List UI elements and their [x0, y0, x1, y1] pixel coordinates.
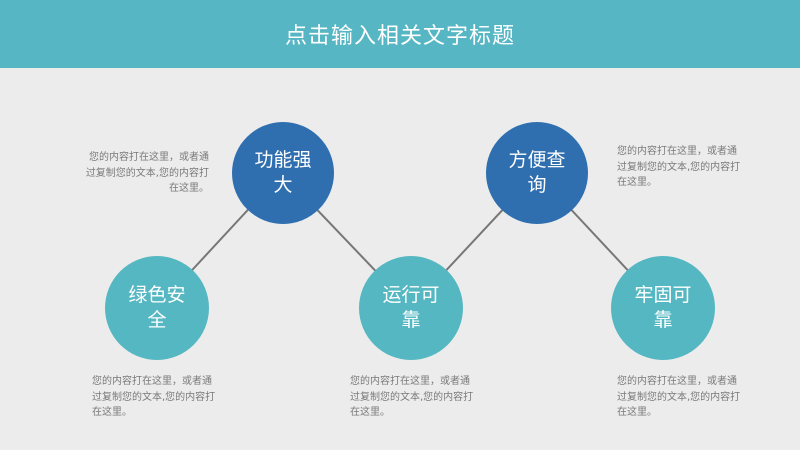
description-text: 您的内容打在这里，或者通过复制您的文本,您的内容打在这里。	[85, 152, 209, 194]
node-green-safe: 绿色安全	[105, 256, 209, 360]
header-bar: 点击输入相关文字标题	[0, 0, 800, 68]
node-solid: 牢固可靠	[611, 256, 715, 360]
node-label: 方便查询	[508, 149, 566, 196]
node-label: 牢固可靠	[634, 284, 692, 331]
description-text: 您的内容打在这里，或者通过复制您的文本,您的内容打在这里。	[617, 146, 741, 188]
node-convenient: 方便查询	[486, 122, 588, 224]
node-label: 运行可靠	[382, 284, 440, 331]
node-stable: 运行可靠	[359, 256, 463, 360]
node-powerful: 功能强大	[232, 122, 334, 224]
node-label: 功能强大	[254, 149, 312, 196]
description-text: 您的内容打在这里，或者通过复制您的文本,您的内容打在这里。	[350, 376, 474, 418]
description-text: 您的内容打在这里，或者通过复制您的文本,您的内容打在这里。	[92, 376, 216, 418]
description-text: 您的内容打在这里，或者通过复制您的文本,您的内容打在这里。	[617, 376, 741, 418]
page-title: 点击输入相关文字标题	[284, 24, 515, 49]
node-label: 绿色安全	[128, 284, 186, 331]
